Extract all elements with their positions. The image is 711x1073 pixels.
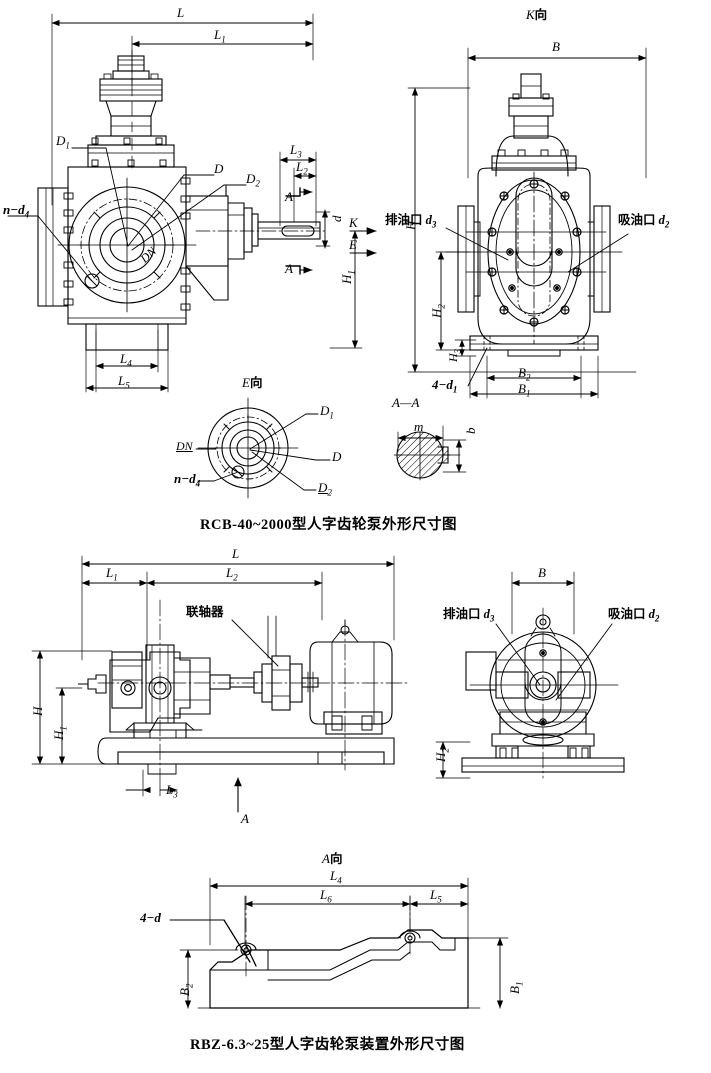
callout-DN-eview: DN	[176, 439, 193, 453]
dim-label-H-assembly: H	[30, 706, 45, 716]
callout-4-d1-kview: 4−d1	[432, 377, 458, 395]
callout-D2-front: D2	[246, 171, 260, 189]
k-view-title: K向	[526, 7, 548, 22]
dim-label-L4: L4	[120, 351, 132, 369]
view-arrow-label-E: E	[349, 237, 357, 252]
dim-label-L2: L2	[296, 159, 308, 177]
figure1-caption: RCB-40~2000型人字齿轮泵外形尺寸图	[200, 517, 457, 533]
callout-n-d4-eview: n−d4	[174, 471, 201, 489]
dim-label-B1-baseplate: B1	[507, 981, 525, 994]
aa-section-title: A—A	[392, 395, 420, 410]
section-mark-A-top: A	[285, 189, 293, 204]
dim-label-H1-assembly: H1	[51, 726, 69, 740]
dim-label-B2-kview: B2	[518, 365, 531, 383]
figure2-caption: RBZ-6.3~25型人字齿轮泵装置外形尺寸图	[190, 1037, 465, 1053]
section-mark-A-assembly: A	[241, 811, 249, 826]
dim-label-L4-baseplate: L4	[330, 868, 342, 886]
view-arrow-label-K: K	[349, 215, 358, 230]
dim-label-m: m	[414, 419, 424, 434]
section-mark-A-bottom: A	[285, 261, 293, 276]
callout-4-d-baseplate: 4−d	[140, 910, 161, 925]
callout-inlet-port-kview: 吸油口 d2	[618, 212, 670, 230]
dim-label-L1-assembly: L1	[106, 565, 118, 583]
dim-label-b: b	[463, 427, 478, 435]
dim-label-L-front: L	[177, 5, 185, 20]
dim-label-L5: L5	[118, 373, 130, 391]
dim-label-H2-endview: H2	[433, 748, 451, 762]
callout-D-eview: D	[332, 449, 342, 464]
a-view-title: A向	[322, 851, 343, 866]
callout-coupling: 联轴器	[186, 604, 224, 619]
callout-D1-eview: D1	[320, 403, 334, 421]
callout-n-d4-front: n−d4	[3, 202, 30, 220]
e-view-title: E向	[242, 375, 263, 390]
dim-label-B1-kview: B1	[518, 381, 531, 399]
dim-label-L5-baseplate: L5	[430, 887, 442, 905]
dim-label-B-endview: B	[538, 565, 546, 580]
callout-outlet-port-kview: 排油口 d3	[385, 212, 437, 230]
dim-label-H2-kview: H2	[429, 304, 447, 318]
dim-label-L6-baseplate: L6	[320, 887, 332, 905]
dim-label-B-kview: B	[552, 39, 560, 54]
callout-outlet-port-endview: 排油口 d3	[443, 606, 495, 624]
dim-label-d-shaft: d	[329, 215, 344, 223]
dim-label-L1-front: L1	[214, 27, 226, 45]
dim-label-B2-baseplate: B2	[177, 983, 195, 996]
dim-label-H3-kview: H3	[446, 348, 463, 362]
dim-label-H1-front: H1	[339, 270, 357, 284]
dim-label-L3-assembly: L3	[166, 782, 178, 800]
callout-inlet-port-endview: 吸油口 d2	[608, 606, 660, 624]
dim-label-L2-assembly: L2	[226, 565, 238, 583]
dim-label-L3: L3	[290, 142, 302, 160]
callout-D1-front: D1	[56, 133, 70, 151]
callout-D2-eview: D2	[318, 480, 332, 498]
dim-label-L-assembly: L	[232, 546, 240, 561]
callout-D-front: D	[214, 161, 224, 176]
